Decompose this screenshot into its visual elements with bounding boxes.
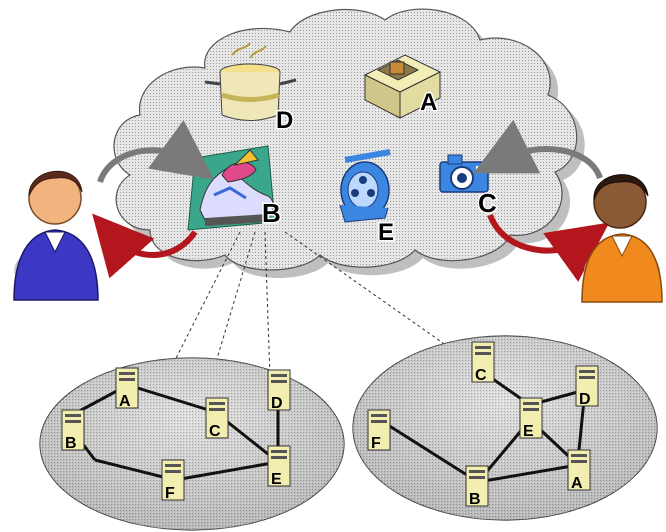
server-tower-icon <box>267 445 291 487</box>
service-a-label: A <box>420 89 437 116</box>
service-cloud <box>113 8 585 278</box>
left-exchange-arrows <box>92 120 215 279</box>
right-cluster-servers <box>367 341 599 507</box>
service-b[interactable]: B <box>187 145 282 231</box>
cooking-pot-icon <box>204 42 297 121</box>
right-server-label-1: C <box>475 367 487 384</box>
film-reel-icon <box>339 149 391 223</box>
service-d-label: D <box>276 107 293 134</box>
right-response-arrow <box>487 213 610 282</box>
right-user[interactable] <box>581 174 663 303</box>
server-tower-icon <box>115 367 139 409</box>
printer-icon <box>363 54 442 119</box>
server-tower-icon <box>367 409 391 451</box>
service-a[interactable]: A <box>363 54 442 119</box>
server-tower-icon <box>465 465 489 507</box>
left-server-label-4: D <box>271 395 283 412</box>
right-server-label-6: B <box>469 491 481 508</box>
left-response-arrow <box>92 213 198 279</box>
right-server-label-3: E <box>523 423 534 440</box>
left-cluster-servers <box>61 367 291 501</box>
service-d[interactable]: D <box>204 42 297 136</box>
service-e-label: E <box>378 219 394 246</box>
server-tower-icon <box>575 365 599 407</box>
right-server-label-5: A <box>571 475 583 492</box>
server-tower-icon <box>61 409 85 451</box>
service-e[interactable]: E <box>339 149 396 248</box>
left-cluster-labels: A B C D E F <box>65 393 283 502</box>
left-request-arrow <box>97 120 215 184</box>
user-avatar-icon <box>13 170 99 301</box>
left-server-label-2: B <box>65 435 77 452</box>
server-tower-icon <box>161 459 185 501</box>
right-exchange-arrows <box>473 119 610 282</box>
server-tower-icon <box>567 449 591 491</box>
server-tower-icon <box>267 369 291 411</box>
server-tower-icon <box>471 341 495 383</box>
left-server-label-5: E <box>271 471 282 488</box>
user-avatar-icon <box>581 174 663 303</box>
left-server-cluster: A B C D E F <box>39 357 345 531</box>
left-server-label-3: C <box>209 423 221 440</box>
service-c-label: C <box>478 188 497 218</box>
left-server-label-1: A <box>119 393 131 410</box>
left-server-label-6: F <box>165 485 175 502</box>
right-cluster-labels: C D E F A B <box>371 367 591 508</box>
left-user[interactable] <box>13 170 99 301</box>
right-server-label-4: F <box>371 435 381 452</box>
server-tower-icon <box>519 397 543 439</box>
right-request-arrow <box>473 119 603 180</box>
right-server-cluster: C D E F A B <box>352 335 658 521</box>
right-server-label-2: D <box>579 391 591 408</box>
server-tower-icon <box>205 397 229 439</box>
service-b-label: B <box>262 198 281 228</box>
